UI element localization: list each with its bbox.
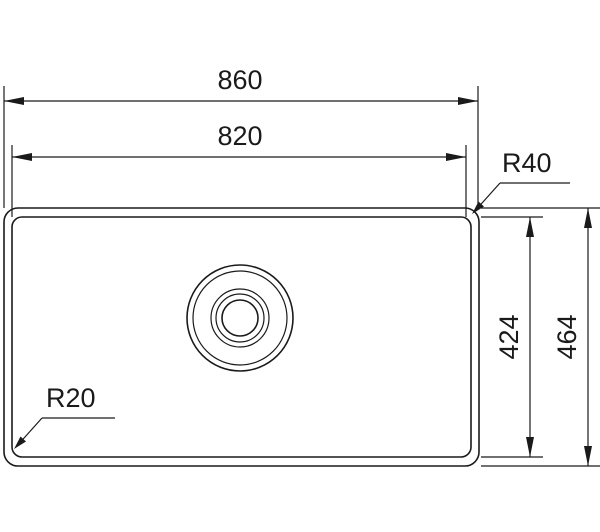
dimension-overall-depth: 464: [552, 208, 592, 466]
arrow-820-left: [12, 153, 32, 161]
dimension-inner-width: 820: [12, 121, 466, 161]
sink-body: [3, 207, 480, 467]
label-820: 820: [217, 121, 262, 151]
label-424: 424: [494, 314, 524, 359]
arrow-424-top: [526, 217, 534, 237]
arrow-r40: [472, 201, 484, 214]
dimension-inner-depth: 424: [494, 217, 534, 457]
sink-inner-basin: [11, 216, 472, 458]
arrow-820-right: [446, 153, 466, 161]
drain-ring-3: [210, 288, 270, 348]
dimension-overall-width: 860: [4, 65, 478, 105]
label-860: 860: [217, 65, 262, 95]
leader-inner-radius: R20: [14, 383, 115, 449]
drain-outer-ring: [186, 264, 294, 372]
arrow-464-top: [584, 208, 592, 228]
drain-ring-2: [192, 270, 288, 366]
drain: [186, 264, 294, 372]
leader-outer-radius: R40: [472, 148, 570, 214]
label-r40: R40: [502, 148, 552, 178]
arrow-860-right: [458, 97, 478, 105]
drain-hole: [221, 299, 259, 337]
label-464: 464: [552, 314, 582, 359]
label-r20: R20: [46, 383, 96, 413]
arrow-464-bottom: [584, 446, 592, 466]
arrow-860-left: [4, 97, 24, 105]
arrow-r20: [14, 436, 26, 449]
arrow-424-bottom: [526, 437, 534, 457]
drain-ring-4: [215, 293, 265, 343]
sink-outer-rim: [3, 207, 480, 467]
